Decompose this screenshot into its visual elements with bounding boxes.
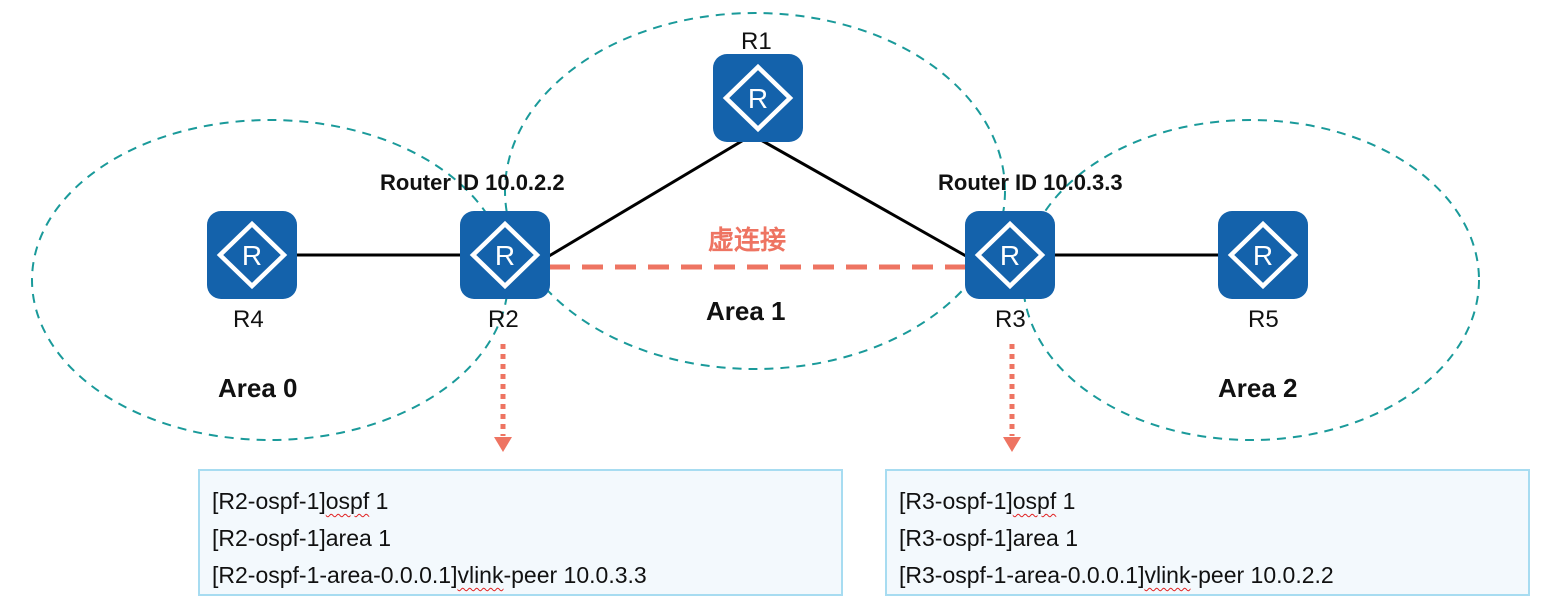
area-1-label: Area 1 — [706, 296, 786, 326]
r2-config-line-2: [R2-ospf-1]area 1 — [212, 525, 391, 551]
area-0-label: Area 0 — [218, 373, 298, 403]
cfg-keyword: vlink — [457, 562, 504, 588]
cfg-prompt: [R2-ospf-1] — [212, 488, 326, 514]
r3-config-box: [R3-ospf-1]ospf 1 [R3-ospf-1]area 1 [R3-… — [885, 469, 1530, 596]
router-r4[interactable] — [207, 211, 297, 299]
link-r1-r3 — [751, 133, 967, 258]
router-r2[interactable] — [460, 211, 550, 299]
router-id-r3: Router ID 10.0.3.3 — [938, 170, 1123, 195]
arrow-r3-config — [1003, 344, 1021, 452]
r2-config-line-3: [R2-ospf-1-area-0.0.0.1]vlink-peer 10.0.… — [212, 557, 841, 594]
cfg-prompt: [R3-ospf-1] — [899, 488, 1013, 514]
cfg-keyword: vlink — [1144, 562, 1191, 588]
cfg-prompt: [R2-ospf-1-area-0.0.0.1] — [212, 562, 458, 588]
r2-config-line-1: [R2-ospf-1]ospf 1 — [212, 483, 841, 520]
router-label-r5: R5 — [1248, 306, 1279, 333]
area-2-label: Area 2 — [1218, 373, 1298, 403]
cfg-keyword: ospf — [1012, 488, 1057, 514]
router-label-r2: R2 — [488, 306, 519, 333]
virtual-link-label: 虚连接 — [708, 225, 787, 255]
link-r2-r1 — [548, 133, 753, 258]
router-label-r1: R1 — [741, 28, 772, 55]
area-1-boundary — [504, 12, 1006, 370]
router-r3[interactable] — [965, 211, 1055, 299]
cfg-arg: -peer 10.0.3.3 — [503, 562, 647, 588]
cfg-prompt: [R3-ospf-1-area-0.0.0.1] — [899, 562, 1145, 588]
router-r5[interactable] — [1218, 211, 1308, 299]
router-label-r3: R3 — [995, 306, 1026, 333]
cfg-arg: -peer 10.0.2.2 — [1190, 562, 1334, 588]
cfg-arg: 1 — [1056, 488, 1076, 514]
router-id-r2: Router ID 10.0.2.2 — [380, 170, 565, 195]
cfg-arg: 1 — [369, 488, 389, 514]
cfg-keyword: ospf — [325, 488, 370, 514]
r3-config-line-3: [R3-ospf-1-area-0.0.0.1]vlink-peer 10.0.… — [899, 557, 1528, 594]
router-r1[interactable] — [713, 54, 803, 142]
r3-config-line-2: [R3-ospf-1]area 1 — [899, 525, 1078, 551]
arrow-r2-config — [494, 344, 512, 452]
router-label-r4: R4 — [233, 306, 264, 333]
r2-config-box: [R2-ospf-1]ospf 1 [R2-ospf-1]area 1 [R2-… — [198, 469, 843, 596]
r3-config-line-1: [R3-ospf-1]ospf 1 — [899, 483, 1528, 520]
